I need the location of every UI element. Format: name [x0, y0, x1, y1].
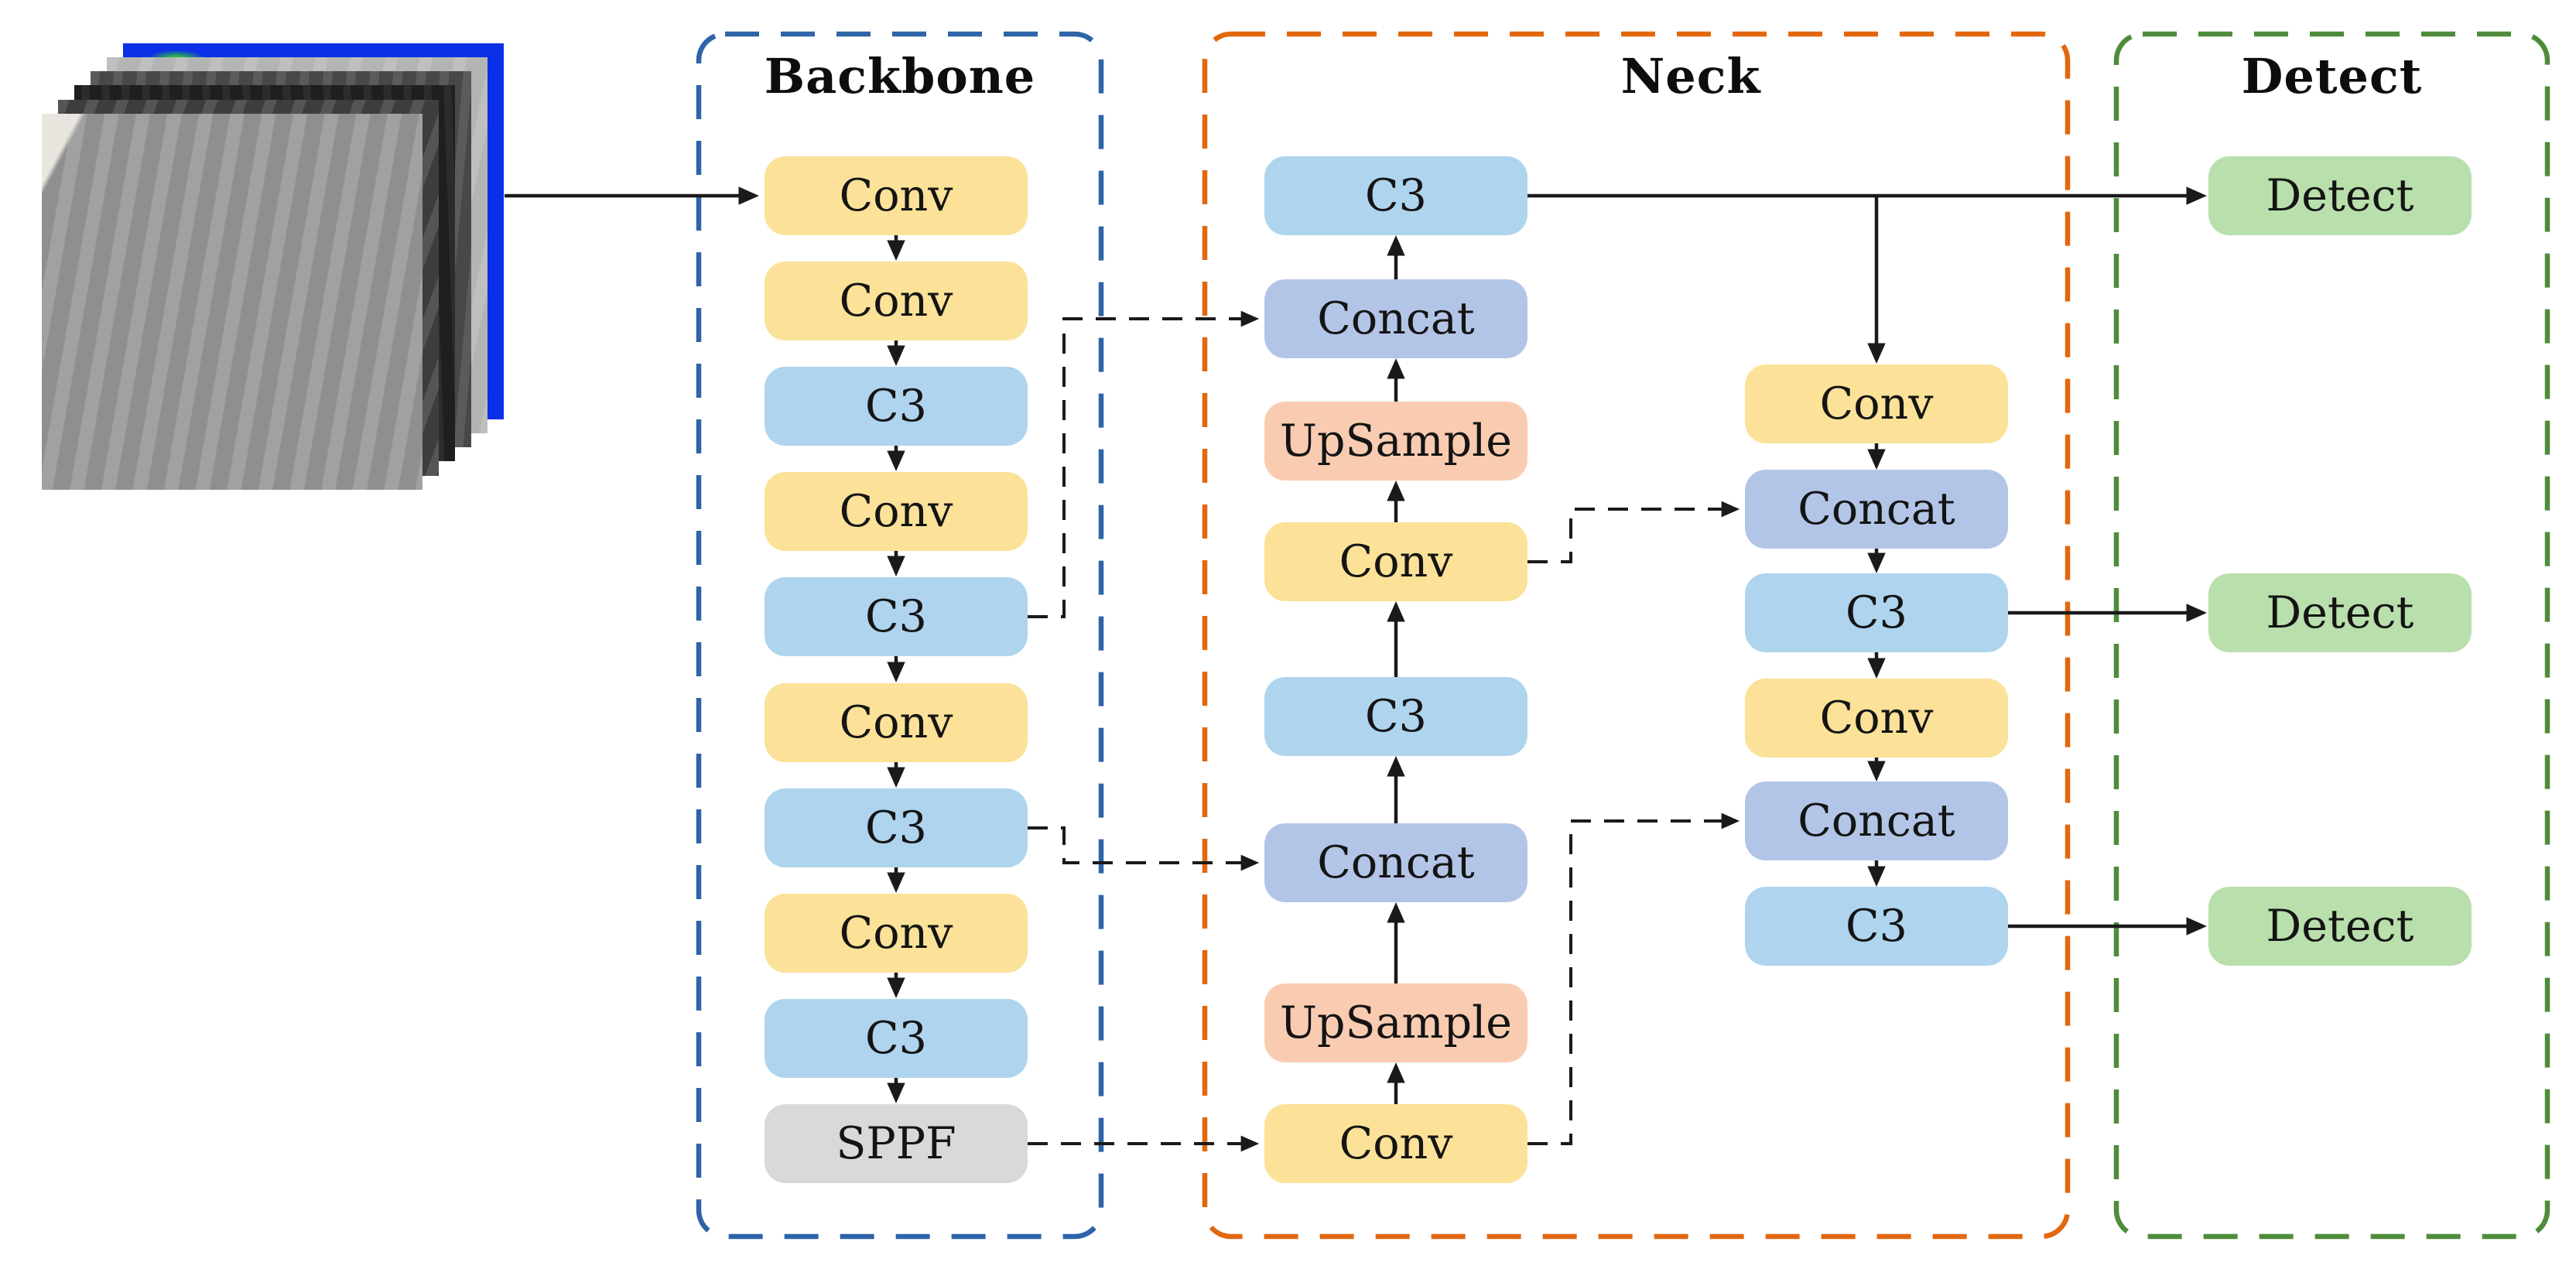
edge-backbone-c35-to-concat1: [1028, 310, 1260, 618]
backbone-node-c3-3: C3: [765, 788, 1028, 867]
neck-left-node-concat-1: Concat: [1264, 279, 1527, 358]
neck-right-node-conv-1: Conv: [1745, 364, 2008, 443]
backbone-node-conv-5: Conv: [765, 894, 1028, 973]
detect-node-2: Detect: [2208, 573, 2472, 652]
backbone-node-c3-4: C3: [765, 999, 1028, 1078]
neck-left-node-upsample-2: UpSample: [1264, 983, 1527, 1062]
neck-right-node-concat-1: Concat: [1745, 470, 2008, 549]
neck-right-node-c3-2: C3: [1745, 887, 2008, 966]
backbone-section-border: [696, 31, 1104, 1240]
solid-connectors: [505, 186, 2207, 1104]
edge-neck-conv2-to-right-concat2: [1527, 812, 1740, 1145]
neck-right-node-c3-1: C3: [1745, 573, 2008, 652]
input-layer-grayscale-1: [42, 114, 422, 490]
detect-node-3: Detect: [2208, 887, 2472, 966]
neck-left-node-c3-2: C3: [1264, 677, 1527, 756]
backbone-node-c3-2: C3: [765, 577, 1028, 656]
neck-section-title: Neck: [1620, 48, 1761, 104]
backbone-node-c3-1: C3: [765, 367, 1028, 446]
edge-neck-conv1-to-right-concat1: [1527, 501, 1740, 563]
detect-section-border: [2113, 31, 2550, 1240]
neck-section-border: [1202, 31, 2071, 1240]
backbone-node-sppf: SPPF: [765, 1104, 1028, 1183]
neck-left-node-concat-2: Concat: [1264, 823, 1527, 902]
neck-right-node-conv-2: Conv: [1745, 679, 2008, 758]
backbone-section-title: Backbone: [764, 48, 1036, 104]
detect-node-1: Detect: [2208, 156, 2472, 235]
neck-left-node-conv-2: Conv: [1264, 1104, 1527, 1183]
backbone-node-conv-1: Conv: [765, 156, 1028, 235]
neck-right-node-concat-2: Concat: [1745, 782, 2008, 860]
backbone-node-conv-3: Conv: [765, 472, 1028, 551]
neck-left-node-upsample-1: UpSample: [1264, 402, 1527, 481]
neck-left-node-c3-1: C3: [1264, 156, 1527, 235]
dashed-connectors: [1028, 310, 1740, 1152]
neck-left-node-conv-1: Conv: [1264, 522, 1527, 601]
detect-section-title: Detect: [2241, 48, 2423, 104]
backbone-node-conv-4: Conv: [765, 683, 1028, 762]
backbone-node-conv-2: Conv: [765, 262, 1028, 340]
edge-backbone-c37-to-concat2: [1028, 826, 1260, 871]
